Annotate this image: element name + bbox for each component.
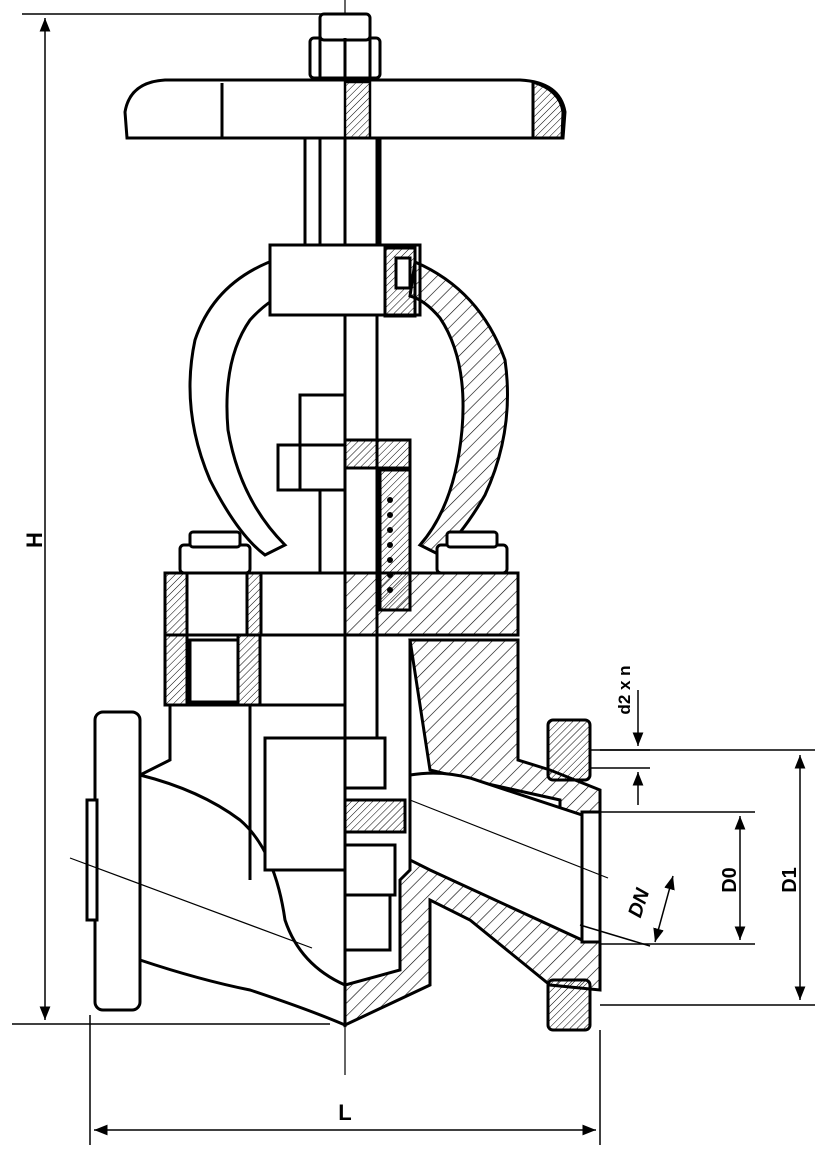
wheel-hub: [343, 80, 372, 140]
bonnet-nut-left: [178, 530, 252, 575]
d1-label: D1: [779, 867, 801, 893]
bonnet-flange: [163, 571, 520, 637]
height-label: H: [22, 532, 47, 548]
body-bolt-left: [163, 633, 262, 707]
dimension-h: [12, 13, 330, 1025]
inlet-flange: [85, 710, 142, 1012]
top-nut: [308, 12, 382, 80]
bolt-holes-label: d2 x n: [615, 665, 634, 714]
dimension-l: [89, 1015, 601, 1145]
valve-body-left: [138, 703, 347, 1028]
dimension-dn: [579, 875, 675, 947]
valve-disc: [343, 736, 407, 952]
bonnet-nut-right: [435, 530, 509, 575]
dimension-bolt-holes: [590, 690, 650, 805]
outlet-axis: [409, 799, 609, 879]
yoke-right-section: [408, 259, 509, 557]
d0-label: D0: [719, 867, 741, 893]
yoke-left: [188, 256, 292, 557]
valve-body-right-section: [343, 638, 602, 1028]
yoke-top: [268, 243, 422, 318]
dimension-d0: [600, 811, 755, 945]
length-label: L: [338, 1100, 351, 1125]
inlet-axis: [69, 857, 313, 949]
dn-label: DN: [624, 885, 654, 920]
outlet-flange: [546, 718, 602, 1032]
